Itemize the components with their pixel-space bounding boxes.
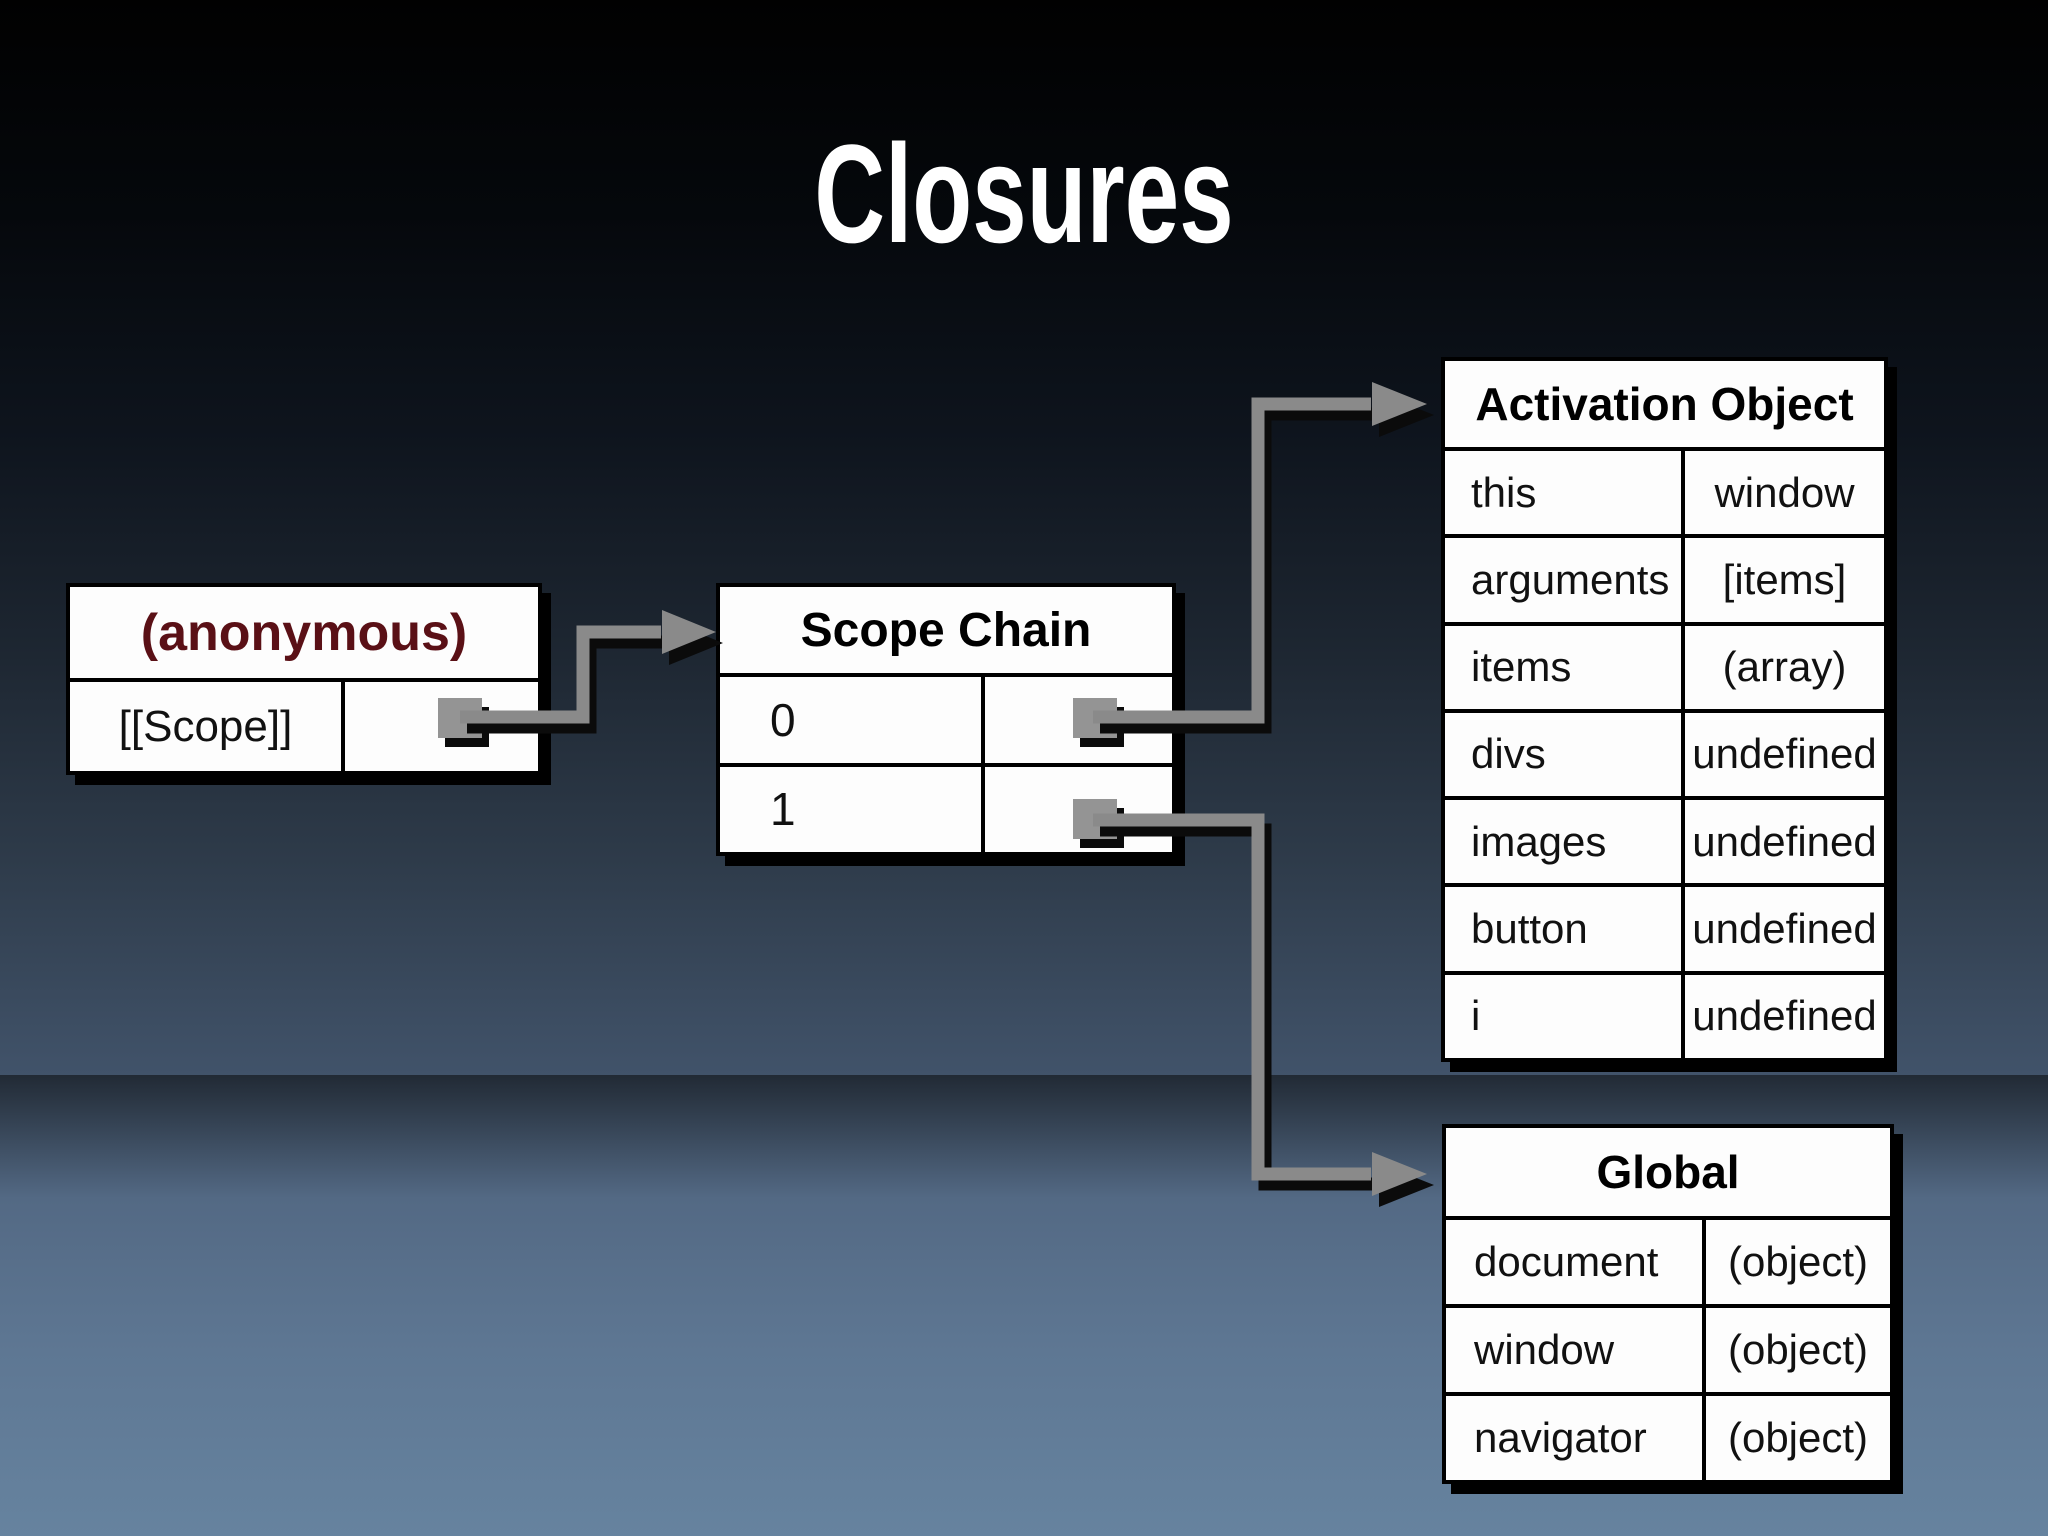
property-name: window: [1474, 1326, 1615, 1373]
table-row: button undefined: [1445, 883, 1884, 971]
scope-chain-index-1: 1: [770, 783, 796, 836]
arrow-scope-chain-1-to-global: [1093, 813, 1434, 1207]
table-row: 1: [720, 762, 1172, 852]
property-value: undefined: [1681, 712, 1884, 797]
property-name: arguments: [1471, 555, 1670, 603]
activation-object-title: Activation Object: [1445, 361, 1884, 451]
property-name: i: [1471, 992, 1481, 1040]
pointer-origin-square-icon: [438, 698, 482, 738]
property-value: [items]: [1681, 538, 1884, 622]
table-row: this window: [1445, 451, 1884, 535]
table-row: i undefined: [1445, 970, 1884, 1058]
scope-chain-index-0: 0: [770, 693, 796, 746]
scope-pointer-cell: [341, 682, 538, 771]
anonymous-function-box: (anonymous) [[Scope]]: [66, 583, 542, 775]
property-name: navigator: [1474, 1414, 1647, 1461]
property-name: images: [1471, 817, 1607, 865]
scope-chain-pointer-cell-1: [981, 766, 1172, 852]
table-row: images undefined: [1445, 796, 1884, 884]
global-object-box: Global document (object) window (object)…: [1442, 1124, 1894, 1484]
property-name: document: [1474, 1238, 1659, 1285]
pointer-origin-square-icon: [1073, 799, 1117, 839]
property-value: window: [1681, 451, 1884, 535]
scope-chain-title: Scope Chain: [720, 587, 1172, 677]
property-value: undefined: [1681, 887, 1884, 971]
property-value: (object): [1702, 1308, 1890, 1392]
property-value: (array): [1681, 625, 1884, 709]
slide-title: Closures: [814, 115, 1234, 272]
scope-chain-pointer-cell-0: [981, 677, 1172, 763]
table-row: 0: [720, 677, 1172, 763]
table-row: items (array): [1445, 621, 1884, 709]
property-name: items: [1471, 643, 1572, 691]
property-name: this: [1471, 468, 1537, 516]
table-row: divs undefined: [1445, 708, 1884, 797]
table-row: navigator (object): [1446, 1392, 1890, 1480]
property-value: undefined: [1681, 800, 1884, 884]
property-value: (object): [1702, 1396, 1890, 1480]
property-value: undefined: [1681, 974, 1884, 1058]
property-name: divs: [1471, 730, 1546, 778]
table-row: document (object): [1446, 1220, 1890, 1304]
property-value: (object): [1702, 1220, 1890, 1304]
activation-object-box: Activation Object this window arguments …: [1441, 357, 1888, 1062]
table-row: [[Scope]]: [70, 682, 538, 771]
table-row: window (object): [1446, 1304, 1890, 1392]
property-name: button: [1471, 905, 1588, 953]
table-row: arguments [items]: [1445, 534, 1884, 622]
scope-property-label: [[Scope]]: [118, 701, 293, 751]
global-object-title: Global: [1446, 1128, 1890, 1220]
pointer-origin-square-icon: [1073, 698, 1117, 738]
anonymous-box-title: (anonymous): [70, 587, 538, 682]
